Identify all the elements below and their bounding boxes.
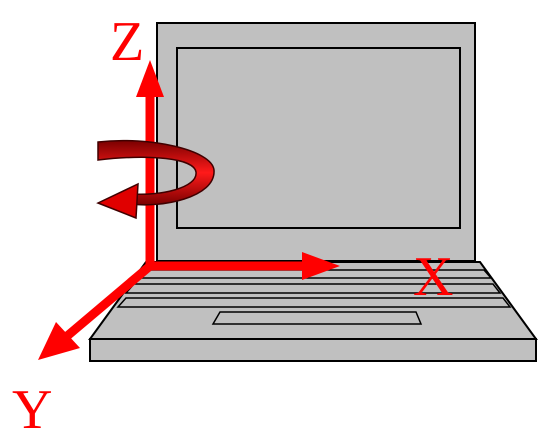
axes — [38, 60, 340, 360]
y-axis-line — [63, 262, 153, 341]
z-axis-arrowhead — [136, 60, 164, 97]
laptop-screen — [176, 47, 461, 229]
laptop-base-front — [89, 338, 537, 362]
keyboard-row — [116, 297, 512, 308]
rotation-arrow-icon — [96, 139, 215, 220]
x-axis-label: X — [413, 246, 453, 308]
y-axis-arrowhead — [38, 322, 80, 360]
y-axis-label: Y — [12, 379, 52, 438]
z-axis-label: Z — [110, 11, 144, 73]
keyboard-spacebar — [211, 311, 423, 325]
laptop-icon — [88, 22, 538, 362]
x-axis-arrowhead — [302, 252, 340, 280]
keyboard-row — [124, 283, 502, 294]
